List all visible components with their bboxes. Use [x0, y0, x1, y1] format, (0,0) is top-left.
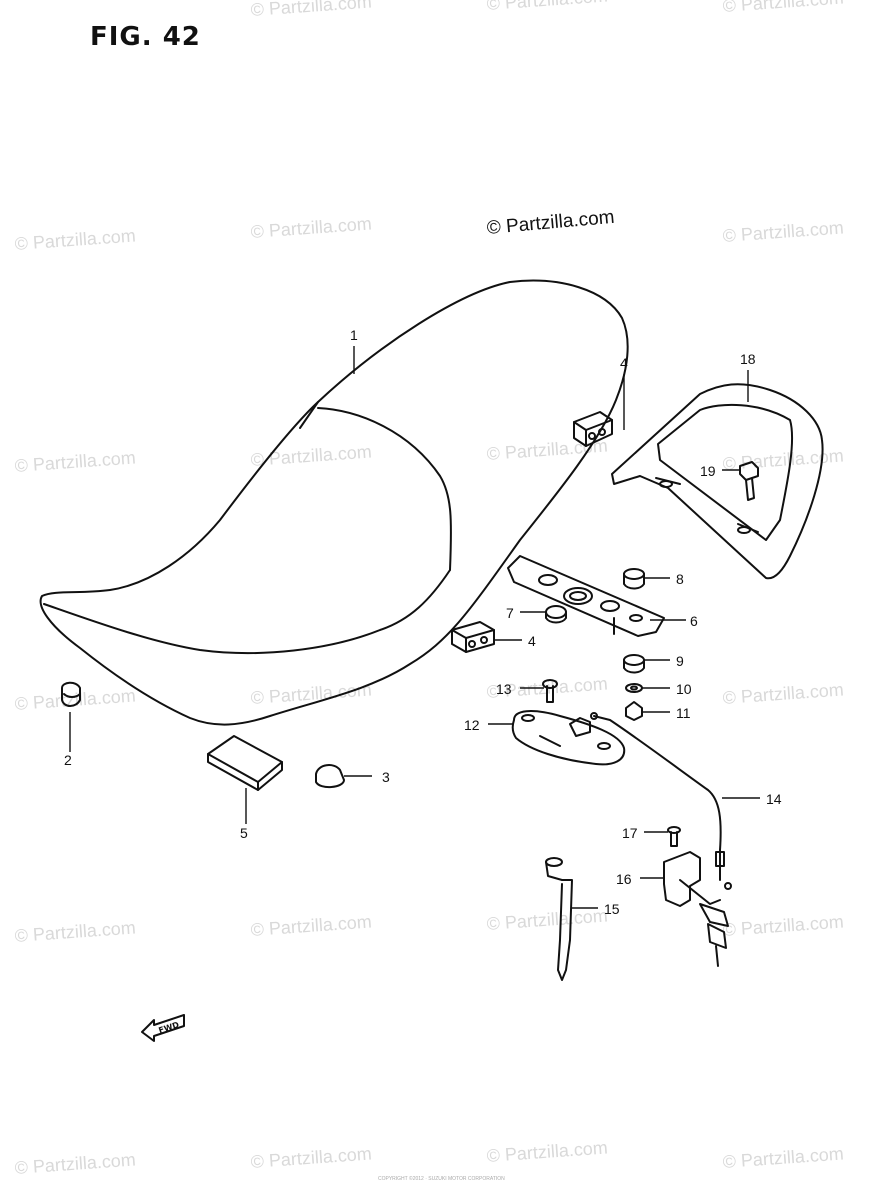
callout-16: 16	[616, 871, 632, 887]
bolt-19-part	[739, 461, 759, 501]
seat-part	[39, 279, 629, 726]
screw-13-part	[542, 679, 558, 703]
cushion-lower-part	[451, 621, 495, 653]
callout-1: 1	[350, 327, 358, 343]
cable-part	[590, 712, 732, 890]
callout-7: 7	[506, 605, 514, 621]
callout-17: 17	[622, 825, 638, 841]
screw-17-part	[667, 826, 681, 847]
callout-14: 14	[766, 791, 782, 807]
callout-18: 18	[740, 351, 756, 367]
figure-title: FIG. 42	[90, 22, 201, 52]
callout-3: 3	[382, 769, 390, 785]
callout-4-lower: 4	[528, 633, 536, 649]
grab-rail-part	[611, 383, 824, 580]
seat-lock-part	[511, 710, 626, 766]
callout-12: 12	[464, 717, 480, 733]
nut-7-part	[545, 605, 567, 624]
callout-6: 6	[690, 613, 698, 629]
callout-19: 19	[700, 463, 716, 479]
callout-13: 13	[496, 681, 512, 697]
lock-cylinder-part	[663, 851, 729, 967]
callout-4-upper: 4	[620, 355, 628, 371]
callout-5: 5	[240, 825, 248, 841]
callout-8: 8	[676, 571, 684, 587]
washer-10-part	[625, 683, 643, 693]
callout-9: 9	[676, 653, 684, 669]
bracket-plate-part	[507, 555, 665, 637]
bumper-part	[315, 764, 345, 788]
damper-8-part	[623, 568, 645, 590]
callout-15: 15	[604, 901, 620, 917]
damper-9-part	[623, 654, 645, 674]
callout-11: 11	[676, 705, 691, 721]
nut-11-part	[625, 701, 643, 721]
copyright-footnote: COPYRIGHT ©2012 · SUZUKI MOTOR CORPORATI…	[378, 1176, 505, 1182]
callout-10: 10	[676, 681, 692, 697]
forward-arrow-icon: FWD	[141, 1014, 185, 1042]
pad-part	[207, 735, 283, 791]
grommet-part	[61, 681, 81, 707]
hook-part	[545, 857, 573, 981]
cushion-upper-part	[573, 411, 613, 447]
callout-2: 2	[64, 752, 72, 768]
